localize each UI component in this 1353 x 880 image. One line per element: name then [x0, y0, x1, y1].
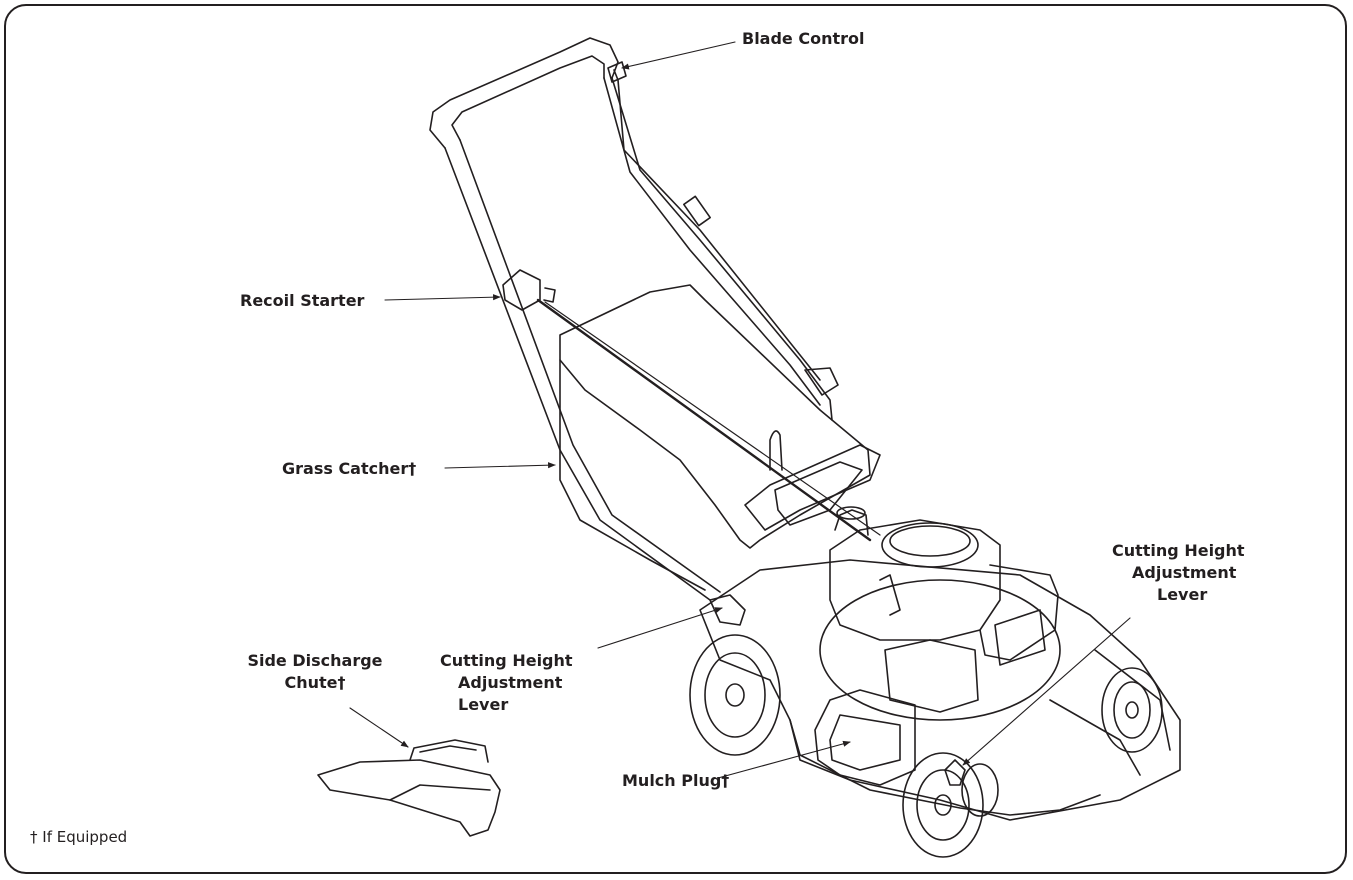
cutting-height-right-line1: Cutting Height — [1112, 541, 1245, 560]
cutting-height-lever-right-part — [944, 759, 966, 786]
mulch-plug-label: Mulch Plug† — [622, 771, 730, 790]
leader-lines — [349, 41, 1131, 779]
rear-left-wheel — [689, 634, 781, 756]
cutting-height-right-label: Cutting Height Adjustment Lever — [1112, 540, 1245, 606]
cutting-height-left-line3: Lever — [458, 695, 509, 714]
side-discharge-chute — [317, 739, 501, 837]
rear-right-wheel — [1101, 667, 1163, 753]
grass-catcher — [559, 284, 881, 591]
cutting-height-right-line3: Lever — [1157, 585, 1208, 604]
engine — [829, 506, 1059, 713]
cutting-height-left-label: Cutting Height Adjustment Lever — [440, 650, 573, 716]
footnote: † If Equipped — [30, 828, 128, 846]
side-discharge-chute-label: Side Discharge Chute† — [220, 650, 410, 694]
side-discharge-label-line2: Chute† — [284, 673, 346, 692]
mower-deck — [699, 559, 1181, 821]
recoil-starter-label: Recoil Starter — [240, 291, 365, 310]
front-left-wheel — [902, 752, 984, 858]
front-right-wheel — [961, 763, 999, 817]
grass-catcher-label: Grass Catcher† — [282, 459, 417, 478]
cutting-height-left-line2: Adjustment — [458, 673, 563, 692]
cutting-height-lever-left-part — [709, 594, 746, 626]
mulch-plug — [814, 689, 916, 786]
blade-control-cable — [613, 69, 821, 381]
side-discharge-label-line1: Side Discharge — [247, 651, 383, 670]
handle — [429, 37, 839, 601]
cutting-height-left-line1: Cutting Height — [440, 651, 573, 670]
blade-control-label: Blade Control — [742, 29, 865, 48]
cutting-height-right-line2: Adjustment — [1132, 563, 1237, 582]
diagram-frame — [4, 4, 1347, 874]
recoil-starter — [502, 269, 881, 542]
